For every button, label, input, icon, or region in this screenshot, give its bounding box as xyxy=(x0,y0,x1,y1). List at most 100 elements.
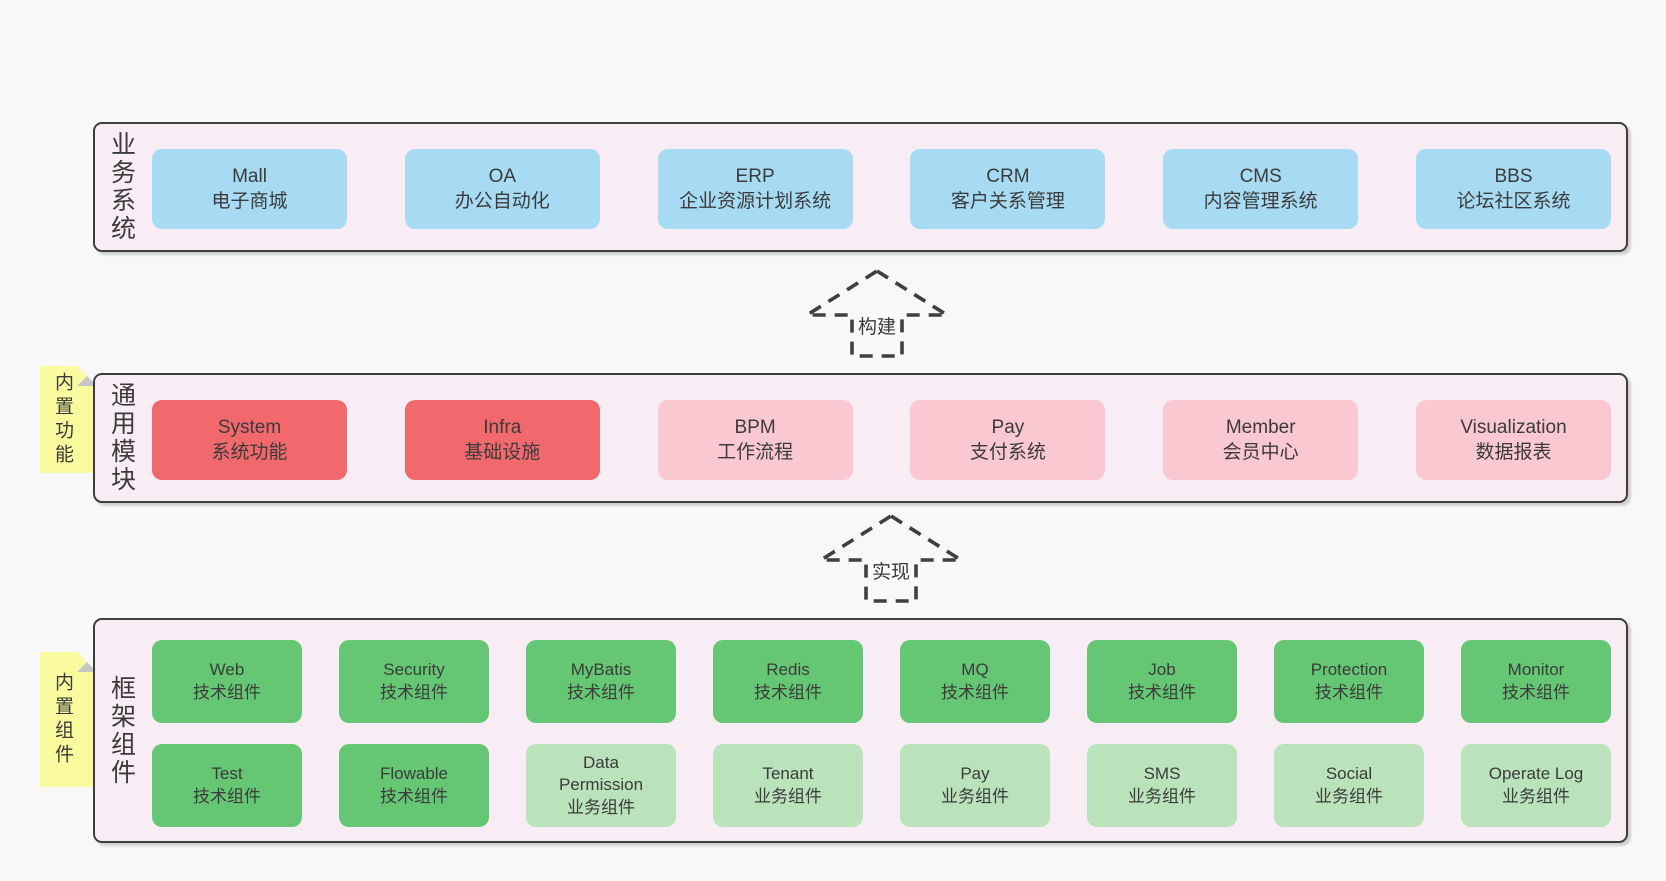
module-title: Pay xyxy=(991,416,1025,438)
module-subtitle: 技术组件 xyxy=(754,682,822,702)
module-title: CRM xyxy=(986,165,1030,187)
module-subtitle: 企业资源计划系统 xyxy=(679,191,832,212)
sticky-note-builtin-components: 内置组件 xyxy=(40,652,97,787)
module-box-erp: ERP 企业资源计划系统 xyxy=(657,149,853,229)
module-subtitle: 支付系统 xyxy=(969,442,1046,463)
module-title: Security xyxy=(383,660,445,680)
module-title: BPM xyxy=(734,416,776,438)
module-box-mall: Mall 电子商城 xyxy=(152,149,347,229)
module-subtitle: 业务组件 xyxy=(1502,786,1570,806)
module-title: SMS xyxy=(1143,764,1181,784)
module-box-crm: CRM 客户关系管理 xyxy=(910,149,1106,229)
module-title: Mall xyxy=(232,165,267,187)
module-box-infra: Infra 基础设施 xyxy=(404,400,600,480)
module-title: System xyxy=(217,416,282,438)
module-subtitle: 内容管理系统 xyxy=(1203,191,1318,212)
arrow-label: 构建 xyxy=(854,312,900,339)
module-subtitle: 技术组件 xyxy=(941,682,1009,702)
module-subtitle: 系统功能 xyxy=(211,442,288,463)
band-title: 业务系统 xyxy=(107,131,136,243)
sticky-label: 内置组件 xyxy=(52,671,73,768)
module-box-visualization: Visualization 数据报表 xyxy=(1415,400,1611,480)
module-subtitle: 办公自动化 xyxy=(454,191,550,212)
sticky-note-builtin-features: 内置功能 xyxy=(40,366,97,473)
module-subtitle: 基础设施 xyxy=(464,442,541,463)
module-subtitle: 技术组件 xyxy=(380,786,448,806)
module-title: CMS xyxy=(1239,165,1282,187)
module-title: Monitor xyxy=(1507,660,1565,680)
module-title: Flowable xyxy=(379,764,449,784)
band-title: 框架组件 xyxy=(107,674,136,787)
module-title: Job xyxy=(1148,660,1176,680)
module-box-bpm: BPM 工作流程 xyxy=(657,400,853,480)
module-row: Mall 电子商城 OA 办公自动化 ERP 企业资源计划系统 CRM 客户关系管理 CMS 内容… xyxy=(152,149,1611,229)
module-subtitle: 会员中心 xyxy=(1222,442,1299,463)
module-title: ERP xyxy=(735,165,775,187)
band-common-modules: 通用模块 System 系统功能 Infra 基础设施 BPM 工作流程 Pay 支付系统 Me… xyxy=(93,373,1628,503)
module-title: Tenant xyxy=(762,764,814,784)
module-subtitle: 技术组件 xyxy=(567,682,635,702)
module-subtitle: 技术组件 xyxy=(1315,682,1383,702)
module-title: Visualization xyxy=(1460,416,1567,438)
module-title: BBS xyxy=(1494,165,1533,187)
sticky-label: 内置功能 xyxy=(52,371,73,468)
module-subtitle: 工作流程 xyxy=(717,442,794,463)
module-subtitle: 技术组件 xyxy=(1502,682,1570,702)
module-box-member: Member 会员中心 xyxy=(1163,400,1359,480)
module-subtitle: 论坛社区系统 xyxy=(1456,191,1571,212)
module-box-oa: OA 办公自动化 xyxy=(404,149,600,229)
module-title: OA xyxy=(488,165,517,187)
module-subtitle: 电子商城 xyxy=(211,191,288,212)
module-title: Member xyxy=(1225,416,1296,438)
module-subtitle: 业务组件 xyxy=(567,797,635,817)
up-arrow-icon xyxy=(803,268,951,358)
module-title: Operate Log xyxy=(1488,764,1584,784)
module-subtitle: 业务组件 xyxy=(1315,786,1383,806)
module-title: MQ xyxy=(961,660,989,680)
module-subtitle: 业务组件 xyxy=(754,786,822,806)
module-subtitle: 技术组件 xyxy=(380,682,448,702)
module-title: Web xyxy=(209,660,245,680)
module-subtitle: 业务组件 xyxy=(941,786,1009,806)
arrow-label: 实现 xyxy=(868,557,914,584)
module-title: Infra xyxy=(483,416,522,438)
module-title: Pay xyxy=(960,764,990,784)
module-row: System 系统功能 Infra 基础设施 BPM 工作流程 Pay 支付系统 Member 会… xyxy=(152,400,1611,480)
module-box-pay: Pay 支付系统 xyxy=(910,400,1106,480)
module-subtitle: 客户关系管理 xyxy=(950,191,1065,212)
dashed-up-arrow-implement: 实现 xyxy=(817,513,965,605)
module-subtitle: 数据报表 xyxy=(1475,442,1552,463)
module-box-system: System 系统功能 xyxy=(152,400,347,480)
module-title: Protection xyxy=(1310,660,1388,680)
module-subtitle: 技术组件 xyxy=(193,682,261,702)
module-subtitle: 业务组件 xyxy=(1128,786,1196,806)
module-title: Data Permission xyxy=(558,752,644,795)
dashed-up-arrow-build: 构建 xyxy=(803,268,951,360)
module-title: Social xyxy=(1325,764,1373,784)
band-title: 通用模块 xyxy=(107,382,136,494)
module-title: Test xyxy=(211,764,243,784)
band-business-systems: 业务系统 Mall 电子商城 OA 办公自动化 ERP 企业资源计划系统 CRM 客户关系管理… xyxy=(93,122,1628,252)
module-title: Redis xyxy=(766,660,810,680)
up-arrow-icon xyxy=(817,513,965,603)
module-subtitle: 技术组件 xyxy=(1128,682,1196,702)
